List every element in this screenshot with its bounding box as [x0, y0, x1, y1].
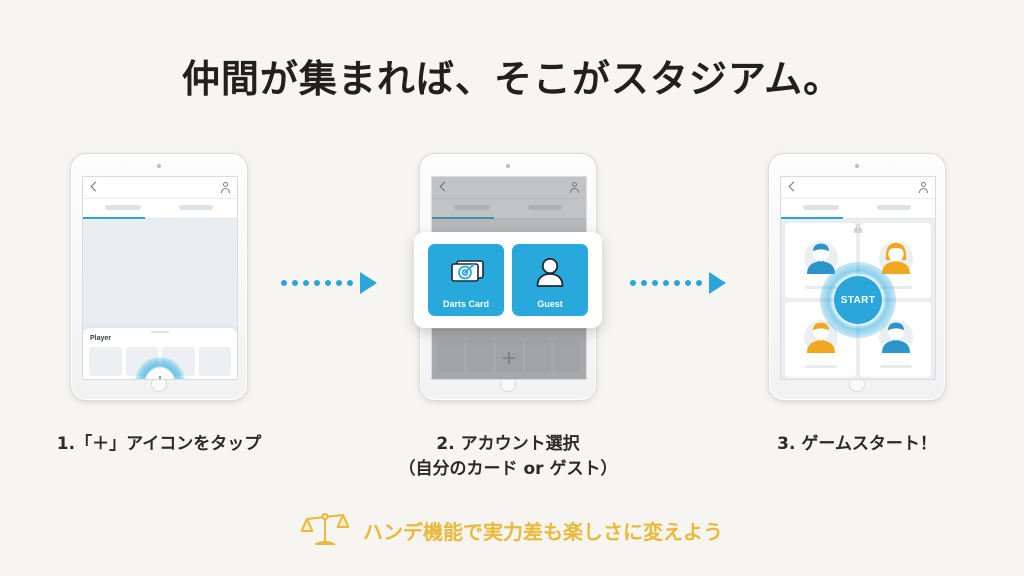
user-account-icon[interactable]	[570, 182, 579, 193]
account-select-modal: Darts Card Guest	[414, 232, 602, 328]
camera-dot-icon	[855, 164, 859, 168]
choice-guest[interactable]: Guest	[512, 244, 588, 316]
caption-step-3: 3. ゲームスタート！	[777, 434, 937, 454]
player-name-placeholder	[879, 365, 912, 368]
player-slot	[438, 340, 464, 372]
player-slot	[525, 340, 551, 372]
player-dock: Player	[83, 327, 237, 379]
lock-icon	[854, 224, 862, 233]
screen-step-1: Player	[82, 176, 238, 380]
tab-second[interactable]	[179, 205, 213, 210]
add-player-plus-icon	[503, 352, 515, 364]
player-name-placeholder	[804, 365, 837, 368]
user-account-icon[interactable]	[221, 182, 230, 193]
male-avatar	[801, 317, 841, 362]
tab-bar	[781, 199, 935, 219]
dotted-arrow-right-icon-2	[630, 272, 726, 294]
player-slot	[554, 340, 580, 372]
dotted-arrow-right-icon-1	[281, 272, 377, 294]
app-bar	[432, 177, 586, 199]
caption-step-1: 1.「＋」アイコンをタップ	[56, 434, 262, 454]
choice-label: Darts Card	[442, 299, 489, 309]
tab-active-indicator	[432, 217, 494, 219]
add-player-glow	[135, 357, 185, 379]
footer-note: ハンデ機能で実力差も楽しさに変えよう	[0, 508, 1024, 553]
male-avatar	[876, 317, 916, 362]
user-account-icon[interactable]	[919, 182, 928, 193]
back-chevron-icon[interactable]	[90, 182, 97, 193]
add-player-plus-icon[interactable]	[145, 367, 175, 379]
tab-active-indicator	[83, 217, 145, 219]
tablet-step-1: Player	[70, 153, 248, 401]
caption-step-2-line2: （自分のカード or ゲスト）	[398, 458, 618, 479]
dock-grip-icon[interactable]	[151, 331, 169, 333]
caption-step-2-line1: 2. アカウント選択	[436, 434, 580, 454]
camera-dot-icon	[506, 164, 510, 168]
player-dock-dimmed	[432, 329, 586, 379]
player-card-bottom-right[interactable]	[860, 302, 931, 377]
player-name-placeholder	[804, 286, 837, 289]
male-avatar	[801, 238, 841, 283]
player-name-placeholder	[879, 286, 912, 289]
darts-card-icon	[446, 258, 486, 291]
tablet-step-3: START	[768, 153, 946, 401]
app-bar	[83, 177, 237, 199]
back-chevron-icon[interactable]	[439, 182, 446, 193]
caption-step-2: 2. アカウント選択 （自分のカード or ゲスト）	[358, 432, 658, 481]
camera-dot-icon	[157, 164, 161, 168]
tab-bar	[432, 199, 586, 219]
choice-darts-card[interactable]: Darts Card	[428, 244, 504, 316]
player-grid	[781, 219, 935, 379]
player-dock-label: Player	[90, 335, 112, 342]
tab-first[interactable]	[803, 205, 839, 210]
tab-active-indicator	[781, 217, 843, 219]
balance-scale-icon	[300, 508, 350, 553]
screen-step-3: START	[780, 176, 936, 380]
start-button[interactable]: START	[834, 276, 882, 324]
player-slot-list	[438, 340, 580, 372]
player-slot[interactable]	[198, 347, 231, 376]
page-title: 仲間が集まれば、そこがスタジアム。	[181, 57, 843, 101]
tab-first[interactable]	[454, 205, 490, 210]
player-slot	[467, 340, 493, 372]
app-bar	[781, 177, 935, 199]
tab-second[interactable]	[528, 205, 562, 210]
footer-text: ハンデ機能で実力差も楽しさに変えよう	[363, 520, 723, 544]
tab-second[interactable]	[877, 205, 911, 210]
back-chevron-icon[interactable]	[788, 182, 795, 193]
content-area: START	[781, 219, 935, 379]
choice-label: Guest	[537, 299, 563, 309]
player-slot[interactable]	[89, 347, 122, 376]
content-area: Player	[83, 219, 237, 379]
guest-person-icon	[534, 257, 566, 292]
female-avatar	[876, 238, 916, 283]
tab-bar	[83, 199, 237, 219]
tab-first[interactable]	[105, 205, 141, 210]
